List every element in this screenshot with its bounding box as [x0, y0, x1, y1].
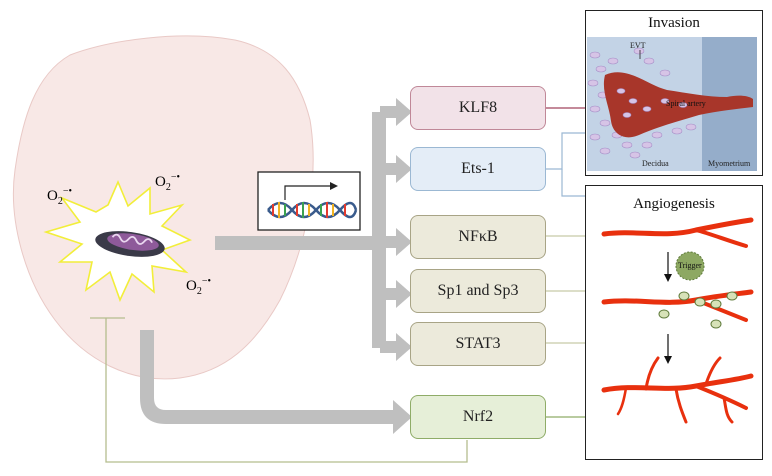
- angiogenesis-illustration: [601, 217, 754, 424]
- factor-label: STAT3: [455, 335, 501, 352]
- myometrium-label: Myometrium: [708, 159, 751, 168]
- factor-sp1-sp3: Sp1 and Sp3: [410, 269, 546, 313]
- trigger-icon: [675, 251, 705, 281]
- factor-klf8: KLF8: [410, 86, 546, 130]
- invasion-illustration: [587, 37, 757, 171]
- ros-label-3: O2−•: [186, 276, 211, 297]
- trigger-label: Trigger: [678, 261, 702, 270]
- vessel-angiogenesis: [601, 356, 754, 424]
- ros-label-2: O2−•: [155, 172, 180, 193]
- angiogenesis-panel: Angiogenesis: [585, 185, 763, 460]
- invasion-panel: Invasion EVT Spiral artery Decidua Myome…: [585, 10, 763, 176]
- factor-nfkb: NFκB: [410, 215, 546, 259]
- mitochondrion-icon: [95, 231, 165, 257]
- evt-label: EVT: [630, 41, 646, 50]
- decidua-label: Decidua: [642, 159, 669, 168]
- spiral-artery-label: Spiral artery: [666, 99, 706, 108]
- spiral-artery-shape: [603, 72, 753, 138]
- cell-body: [12, 35, 314, 380]
- factor-label: Sp1 and Sp3: [437, 282, 519, 299]
- factor-ets1: Ets-1: [410, 147, 546, 191]
- dna-helix-icon: [267, 201, 358, 219]
- connector-lines: [546, 107, 585, 418]
- factor-label: Ets-1: [461, 160, 495, 177]
- factor-stat3: STAT3: [410, 322, 546, 366]
- factor-nrf2: Nrf2: [410, 395, 546, 439]
- factor-label: NFκB: [458, 228, 498, 245]
- factor-label: KLF8: [458, 99, 498, 116]
- vessel-before: [601, 217, 754, 248]
- dna-box: [257, 171, 361, 231]
- factor-label: Nrf2: [462, 408, 494, 425]
- nrf2-feedback-line: [105, 318, 468, 463]
- ros-label-1: O2−•: [47, 186, 72, 207]
- angiogenesis-title: Angiogenesis: [633, 196, 715, 212]
- invasion-title: Invasion: [648, 15, 700, 31]
- gray-arrows: [140, 98, 412, 434]
